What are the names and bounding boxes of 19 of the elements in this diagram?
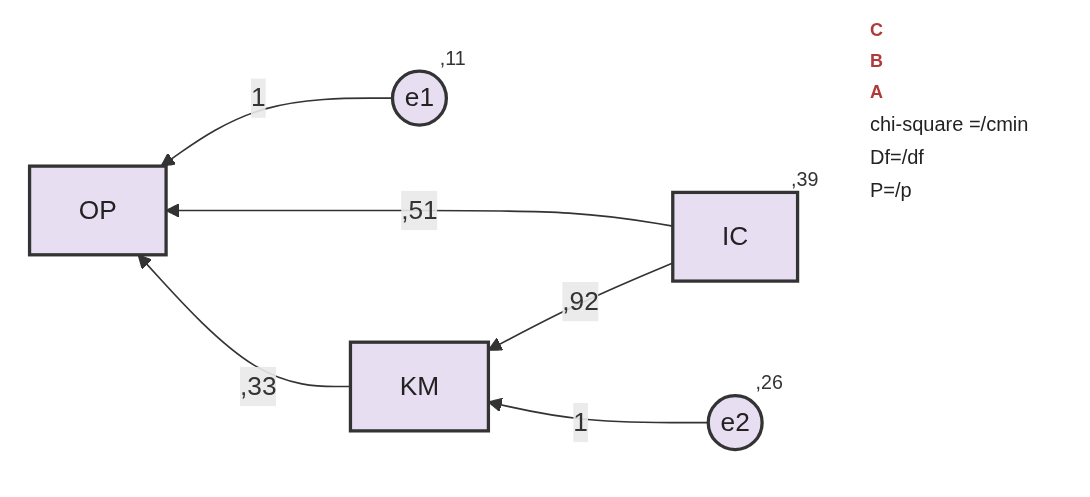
estimate-value: ,26 [755,371,783,394]
node-circle: e2 [706,394,764,452]
estimate-value: ,39 [791,168,819,191]
node-circle: e1 [390,70,448,128]
fit-statistic: chi-square =/cmin [870,113,1030,136]
edge-label: 1 [573,408,588,437]
edge-label: ,51 [401,196,438,225]
fit-statistic: Df=/df [870,146,925,169]
path-letter: A [870,82,884,103]
estimate-value: ,11 [439,47,466,70]
node-box: KM [348,340,491,433]
edge-label: ,92 [562,287,599,316]
path-letter: B [870,51,884,72]
fit-statistic: P=/p [870,179,913,202]
edge-label: ,33 [240,372,277,401]
path-letter: C [870,20,884,41]
node-box: OP [27,164,168,257]
edge-label: 1 [250,83,266,112]
node-box: IC [671,191,800,284]
